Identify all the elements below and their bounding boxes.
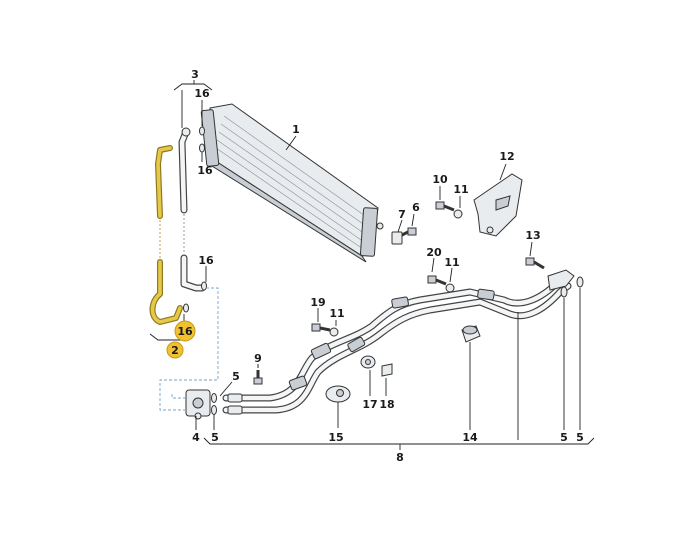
callout-7: 7 [398,208,406,221]
callout-2: 2 [171,344,179,357]
mounting-bracket [473,173,523,237]
o-ring-set [183,126,584,415]
callout-20: 20 [426,246,442,259]
callout-11-a: 11 [453,183,468,196]
bolt-13 [525,257,545,270]
washer-11-b [445,283,455,293]
callout-16-b: 16 [197,164,213,177]
callout-11-c: 11 [329,307,344,320]
routing-dashed-lines [159,287,219,411]
callout-5-b: 5 [211,431,219,444]
callout-5-a: 5 [232,370,240,383]
bolt-19 [311,323,331,332]
grommet-18 [381,363,393,377]
hose-line-assembly [222,269,575,415]
oil-cooler-radiator [200,103,384,263]
washer-11-c [329,327,339,337]
callout-15: 15 [328,431,343,444]
bolt-20 [427,275,447,286]
callout-3: 3 [191,68,199,81]
callout-9: 9 [254,352,262,365]
bolt-10 [435,201,455,212]
callout-18: 18 [379,398,394,411]
callout-12: 12 [499,150,514,163]
callout-16-d: 16 [177,325,193,338]
leader-lines [149,80,595,450]
callout-4: 4 [192,431,200,444]
callout-5-c: 5 [560,431,568,444]
highlight-badge-16 [174,320,196,342]
callout-11-b: 11 [444,256,459,269]
bolt-9 [253,370,263,385]
callout-16-a: 16 [194,87,210,100]
clamp-15 [325,385,351,403]
callout-5-d: 5 [576,431,584,444]
callout-1: 1 [292,123,300,136]
callout-17: 17 [362,398,377,411]
callout-19: 19 [310,296,325,309]
highlighted-pipe [149,145,183,325]
callout-6: 6 [412,201,420,214]
clip-7 [391,231,403,245]
washer-11-a [453,209,463,219]
callout-13: 13 [525,229,540,242]
highlight-badge-2 [166,341,184,359]
cooler-pipe-pair [178,127,206,292]
grommet-17 [360,355,376,369]
callout-14: 14 [462,431,478,444]
adapter-block [185,389,211,420]
callout-8: 8 [396,451,404,464]
callout-10: 10 [432,173,448,186]
bushing-14 [461,325,481,343]
callout-16-c: 16 [198,254,214,267]
